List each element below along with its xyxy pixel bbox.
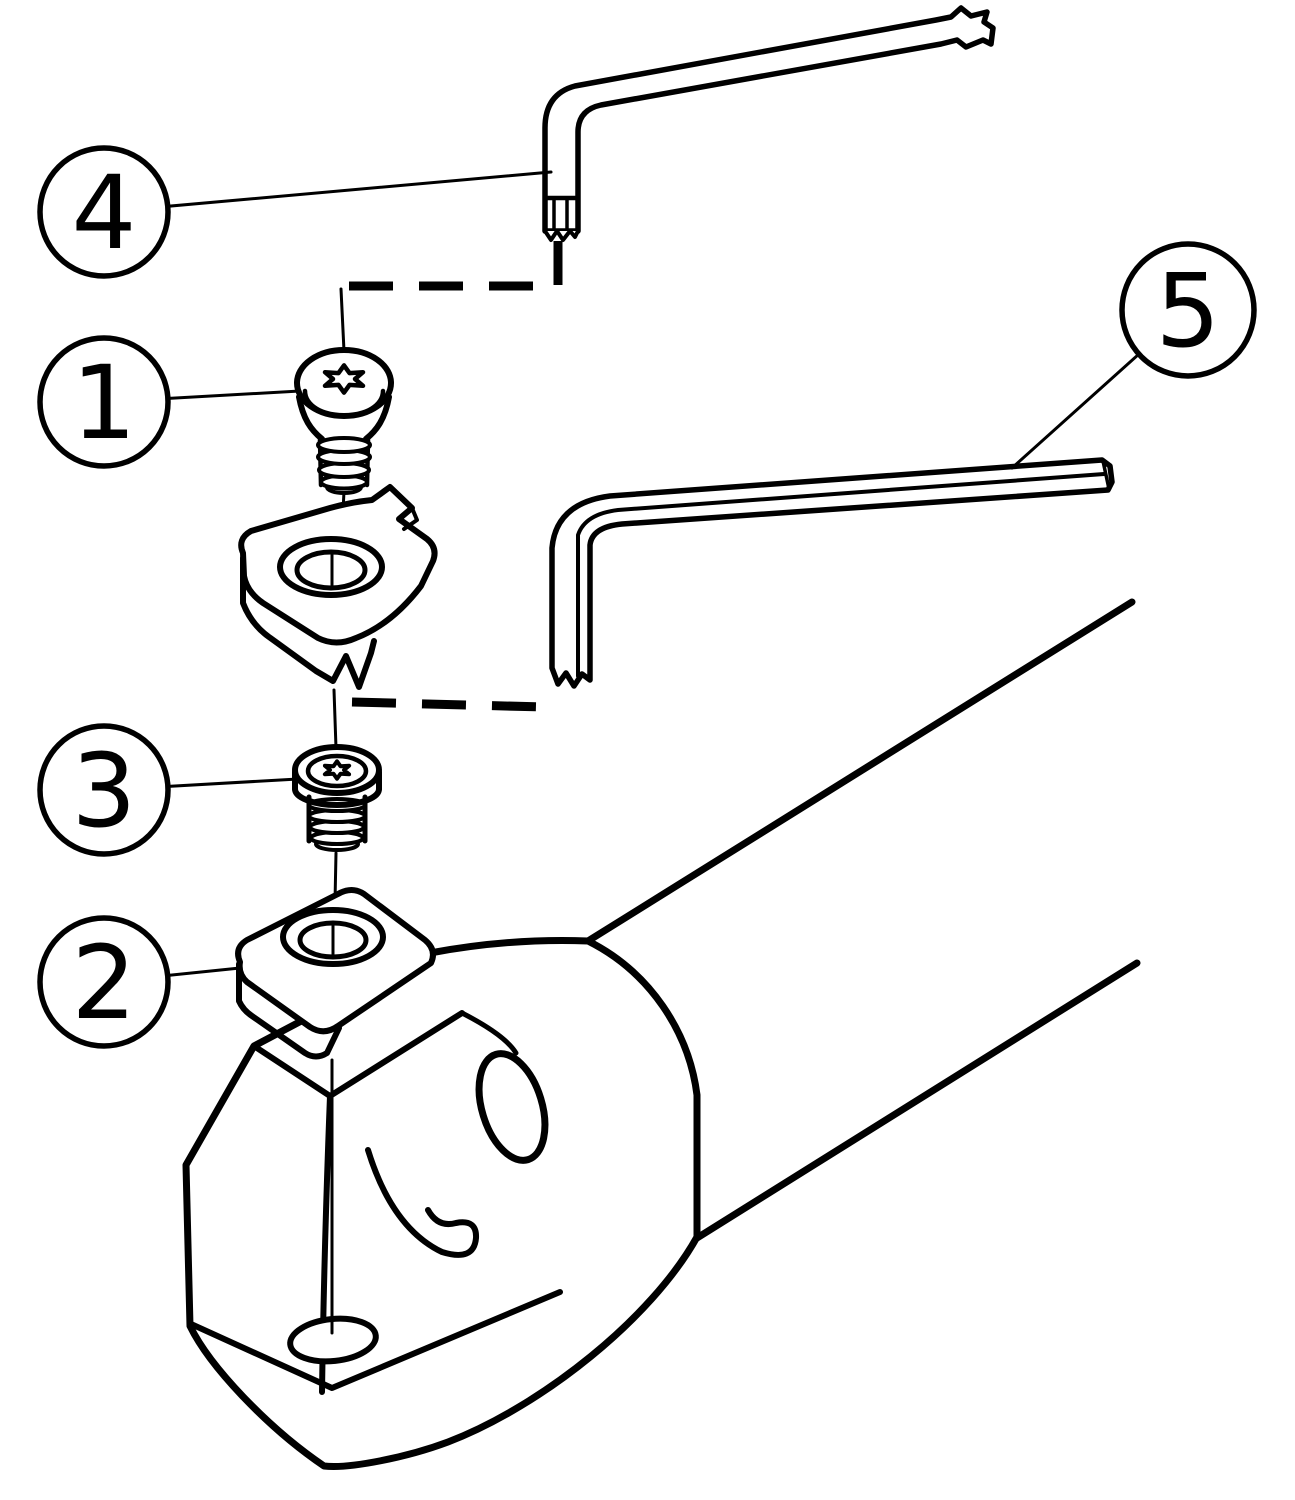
shim-screw-flange-bottom <box>292 786 382 808</box>
torx-socket-icon <box>322 759 352 781</box>
torx-key-large <box>549 457 1115 689</box>
callout-4-leader <box>102 170 553 214</box>
callout-1: 1 <box>37 335 302 469</box>
callout-3-balloon <box>37 723 171 857</box>
torx-key-large-body <box>549 457 1115 689</box>
callout-1-number: 1 <box>72 344 137 463</box>
torx-key-small-flutes <box>552 197 569 232</box>
torx-tip-icon <box>543 229 580 242</box>
holder-pocket-contour <box>459 1010 519 1056</box>
torx-socket-icon <box>322 363 366 395</box>
callout-2: 2 <box>37 915 242 1049</box>
callout-5: 5 <box>1010 241 1257 470</box>
callout-3: 3 <box>37 723 300 857</box>
tool-holder <box>182 598 1141 1470</box>
screw-thread <box>316 436 372 454</box>
screw-head-chamfer <box>302 388 386 419</box>
holder-shank-upper-edge <box>584 598 1136 945</box>
torx-key-small-body <box>542 5 996 234</box>
shim-side-band <box>236 961 342 1060</box>
callout-4-balloon <box>37 145 171 279</box>
callout-5-number: 5 <box>1156 252 1221 371</box>
holder-bottom-face-edge <box>188 1289 563 1391</box>
dashed-guide-upper <box>347 241 563 291</box>
torx-key-large-end-face <box>1101 459 1111 491</box>
holder-chip-notch <box>365 1147 480 1258</box>
callout-4: 4 <box>37 145 553 279</box>
centerline-segment <box>339 287 346 353</box>
holder-head-outline <box>182 937 701 1470</box>
dashed-guide-lower <box>351 697 545 712</box>
callout-1-balloon <box>37 335 171 469</box>
torx-key-small <box>542 5 996 242</box>
centerline-segment <box>332 688 338 750</box>
shim-screw <box>292 744 382 852</box>
callout-3-number: 3 <box>72 732 137 851</box>
holder-side-hole <box>475 1050 549 1164</box>
callout-5-balloon <box>1119 241 1257 379</box>
torx-key-large-hex-edge <box>576 472 1106 678</box>
threading-insert <box>238 484 438 690</box>
holder-shank-lower-edge <box>693 959 1141 1242</box>
callouts: 4 1 5 3 2 <box>37 145 1257 1049</box>
insert-tip-edge <box>402 506 419 531</box>
screw-head-taper <box>296 394 392 442</box>
shim <box>235 887 436 1060</box>
callout-4-number: 4 <box>72 154 137 273</box>
callout-2-number: 2 <box>72 924 137 1043</box>
insert-clamp-screw <box>294 347 394 495</box>
insert-side-band <box>240 555 377 690</box>
callout-2-balloon <box>37 915 171 1049</box>
assembly-guides <box>347 241 563 712</box>
